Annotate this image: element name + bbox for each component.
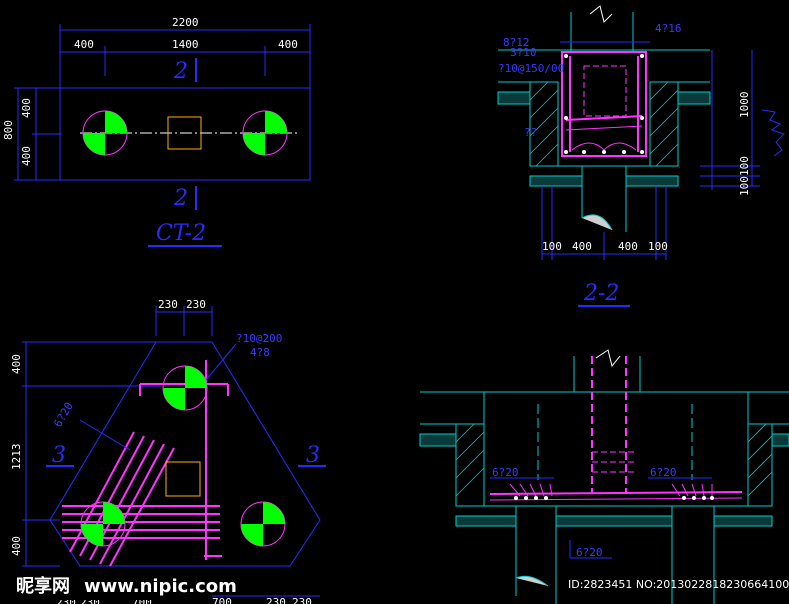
ct3-dim-bottom-6: 230 [292,596,312,604]
ct3-dim-top-1: 230 [158,298,178,311]
ct3-note-2: 4?8 [250,346,270,359]
s33-label-bottom: 6?20 [576,546,603,559]
title-ct2: CT-2 [156,221,206,246]
pile-left [82,110,128,156]
ct3-dim-bottom-5: 230 [266,596,286,604]
watermark-id: ID:2823451 NO:20130228182306641000 [568,578,789,591]
dim-top-3: 400 [278,38,298,51]
pile-bottom-left [80,501,126,547]
ct3-section-mark-left: 3 [52,443,66,468]
pile-bottom-right [240,501,286,547]
dim-bottom-2: 400 [572,240,592,253]
s33-label-right: 6?20 [650,466,677,479]
ct3-dim-top-2: 230 [186,298,206,311]
dim-left-1: 400 [20,98,33,118]
plan-ct3: 230 230 400 1213 400 [10,298,326,604]
section-mark-bottom: 2 [173,186,188,211]
section-3-3: 6?20 6?20 6?20 [419,349,789,604]
watermark: 昵享网 www.nipic.com ID:2823451 NO:20130228… [12,572,789,600]
ct3-dim-left-3: 400 [10,536,23,556]
pile-top [162,365,208,411]
label-bottom-bars: ?? [524,126,537,139]
section-mark-top: 2 [173,59,188,84]
watermark-brand: 昵享网 [16,575,70,597]
column-ct2 [167,116,202,150]
dim-bottom-3: 400 [618,240,638,253]
dim-right-3: 100 [738,176,751,196]
dim-bottom-4: 100 [648,240,668,253]
ct3-diag-note: 6?20 [51,400,76,429]
dim-bottom-1: 100 [542,240,562,253]
dim-left-2: 400 [20,146,33,166]
dim-right-1: 1000 [738,92,751,119]
ct3-section-mark-right: 3 [306,443,320,468]
dim-left-total: 800 [2,120,15,140]
label-column-bars: 4?16 [655,22,682,35]
ct3-dim-left-1: 400 [10,354,23,374]
column-ct3 [165,461,201,497]
section-2-2: 8?12 3?10 4?16 ?10@150/00 ?? 1000 100 10… [497,5,785,307]
dim-top-2: 1400 [172,38,199,51]
title-2-2: 2-2 [583,281,619,306]
s33-label-left: 6?20 [492,466,519,479]
label-mid-bars: 3?10 [510,46,537,59]
rebar-fan [62,431,220,567]
label-top-bars: 8?12 [503,36,530,49]
watermark-url: www.nipic.com [84,576,237,597]
dim-overall: 2200 [172,16,199,29]
ct3-note-1: ?10@200 [236,332,282,345]
label-stirrups: ?10@150/00 [498,62,564,75]
pile-right [242,110,288,156]
ct3-dim-bottom-4: 700 [212,596,232,604]
dim-top-1: 400 [74,38,94,51]
plan-ct2: 2200 400 1400 400 2 800 400 400 [2,16,311,247]
dim-right-2: 100 [738,156,751,176]
ct3-dim-left-2: 1213 [10,444,23,471]
